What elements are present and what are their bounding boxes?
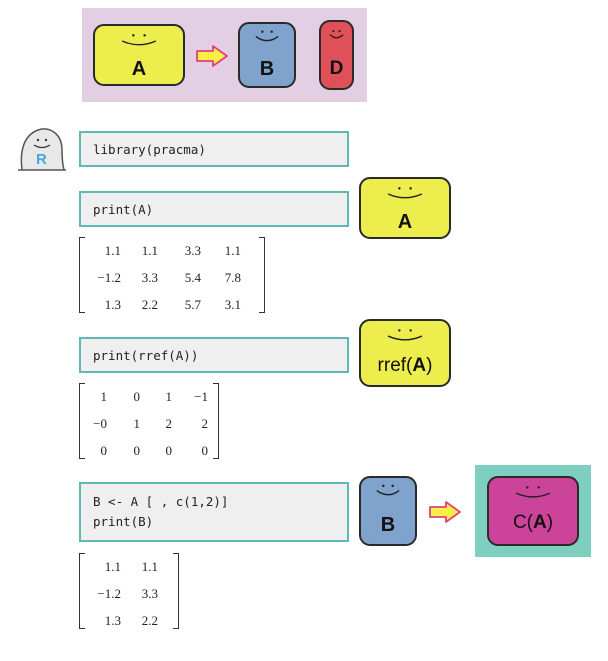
banner-box-b: B	[238, 22, 296, 88]
r-logo-icon: R	[18, 128, 66, 171]
smiley-face-icon	[329, 30, 344, 39]
code-cell-subset-b[interactable]: B <- A [ , c(1,2)] print(B)	[79, 482, 349, 542]
banner-box-a-label: A	[131, 58, 147, 80]
matrix-rref: 1 0 1 −1 −0 1 2 2 0 0 0 0	[79, 383, 219, 459]
code-cell-print-a[interactable]: print(A)	[79, 191, 349, 227]
banner-box-d-label: D	[329, 58, 344, 79]
code-cell-print-rref[interactable]: print(rref(A))	[79, 337, 349, 373]
smiley-face-icon	[387, 187, 423, 199]
smiley-face-icon	[376, 484, 400, 496]
banner-box-a: A	[93, 24, 185, 86]
code-cell-library[interactable]: library(pracma)	[79, 131, 349, 167]
matrix-b-table: 1.1 1.1 −1.2 3.3 1.3 2.2	[97, 558, 158, 628]
matrix-a-table: 1.1 1.1 3.3 1.1 −1.2 3.3 5.4 7.8 1.3 2.2…	[97, 242, 241, 312]
column-space-box: C(A)	[487, 476, 579, 546]
smiley-face-icon	[515, 486, 551, 498]
matrix-b-box: B	[359, 476, 417, 546]
matrix-a-box: A	[359, 177, 451, 239]
matrix-a: 1.1 1.1 3.3 1.1 −1.2 3.3 5.4 7.8 1.3 2.2…	[79, 237, 265, 313]
smiley-face-icon	[255, 30, 279, 42]
r-logo-letter: R	[36, 151, 47, 168]
banner-box-b-label: B	[259, 58, 275, 80]
smiley-face-icon	[387, 329, 423, 341]
rref-a-box-label: rref(A)	[377, 355, 433, 376]
right-arrow-icon	[196, 45, 228, 67]
matrix-b: 1.1 1.1 −1.2 3.3 1.3 2.2	[79, 553, 179, 629]
banner-box-d: D	[319, 20, 354, 90]
rref-a-box: rref(A)	[359, 319, 451, 387]
matrix-a-box-label: A	[397, 211, 413, 233]
smiley-face-icon	[121, 34, 157, 46]
matrix-b-box-label: B	[380, 514, 396, 536]
matrix-rref-table: 1 0 1 −1 −0 1 2 2 0 0 0 0	[93, 388, 208, 458]
column-space-box-label: C(A)	[512, 512, 554, 533]
right-arrow-icon	[429, 501, 461, 523]
